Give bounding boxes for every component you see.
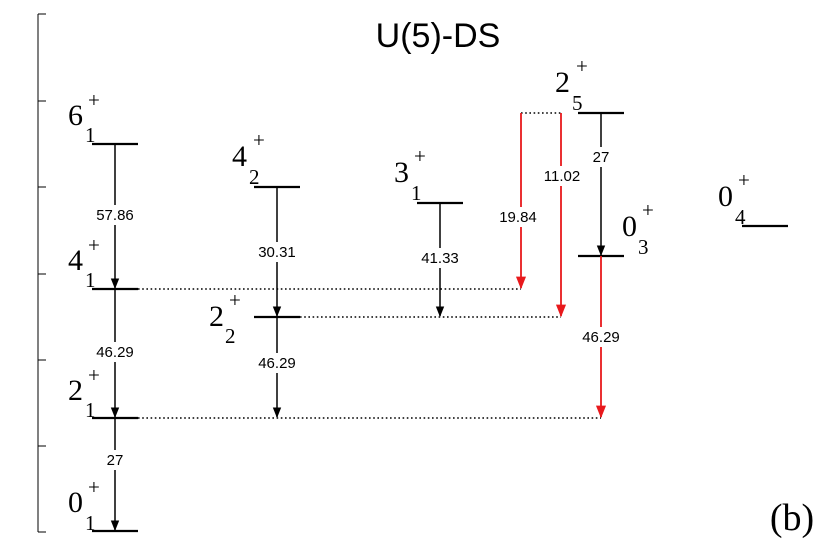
svg-text:1: 1	[85, 398, 96, 422]
svg-text:3: 3	[638, 235, 649, 259]
transition-value-6-1-4-1: 57.86	[96, 207, 134, 224]
level-label-6-1: 6 1 +	[68, 88, 100, 147]
svg-text:+: +	[88, 363, 100, 387]
svg-text:+: +	[88, 88, 100, 112]
energy-axis	[37, 13, 46, 533]
svg-text:4: 4	[232, 140, 247, 173]
energy-levels	[92, 111, 788, 533]
svg-text:2: 2	[225, 324, 236, 348]
dotted-connectors	[138, 112, 601, 419]
panel-label: (b)	[770, 497, 814, 539]
svg-text:+: +	[88, 475, 100, 499]
svg-text:4: 4	[735, 205, 746, 229]
transition-value-2-2-2-1: 46.29	[258, 355, 296, 372]
transition-value-2-1-0-1: 27	[107, 452, 124, 469]
level-label-0-3: 0 3 +	[622, 198, 654, 259]
transition-arrows	[110, 113, 607, 532]
svg-text:3: 3	[394, 156, 409, 189]
svg-text:+: +	[642, 198, 654, 222]
level-label-3-1: 3 1 +	[394, 144, 426, 205]
svg-text:2: 2	[555, 66, 570, 99]
svg-text:0: 0	[68, 486, 83, 519]
level-labels: 0 1 + 2 1 + 4 1 + 6 1 + 2 2 + 4 2 +	[68, 54, 750, 535]
svg-text:2: 2	[209, 300, 224, 333]
svg-text:6: 6	[68, 99, 83, 132]
transition-value-4-1-2-1: 46.29	[96, 344, 134, 361]
level-label-2-1: 2 1 +	[68, 363, 100, 422]
level-label-0-4: 0 4 +	[718, 168, 750, 229]
svg-text:1: 1	[411, 181, 422, 205]
svg-text:+: +	[576, 54, 588, 78]
svg-text:+: +	[88, 233, 100, 257]
svg-text:+: +	[253, 128, 265, 152]
transition-value-3-1-2-2: 41.33	[421, 250, 459, 267]
level-label-4-1: 4 1 +	[68, 233, 100, 292]
transition-value-2-5-2-2: 11.02	[544, 168, 580, 185]
transition-value-4-2-2-2: 30.31	[258, 244, 296, 261]
svg-text:4: 4	[68, 244, 83, 277]
svg-text:+: +	[414, 144, 426, 168]
svg-text:2: 2	[249, 165, 260, 189]
svg-text:+: +	[229, 288, 241, 312]
level-label-0-1: 0 1 +	[68, 475, 100, 535]
svg-text:1: 1	[85, 511, 96, 535]
level-label-2-5: 2 5 +	[555, 54, 588, 115]
svg-text:0: 0	[718, 180, 733, 213]
svg-text:0: 0	[622, 210, 637, 243]
diagram-title: U(5)-DS	[376, 17, 501, 55]
transition-value-2-5-0-3: 27	[593, 149, 610, 166]
svg-text:2: 2	[68, 374, 83, 407]
svg-text:5: 5	[572, 91, 583, 115]
level-label-4-2: 4 2 +	[232, 128, 265, 189]
svg-text:+: +	[738, 168, 750, 192]
transition-values: 57.86 46.29 27 30.31 46.29 41.33 19.84 1…	[92, 147, 626, 470]
level-label-2-2: 2 2 +	[209, 288, 241, 348]
transition-value-0-3-2-1: 46.29	[582, 329, 620, 346]
transition-value-2-5-4-1: 19.84	[499, 209, 537, 226]
svg-text:1: 1	[85, 123, 96, 147]
svg-text:1: 1	[85, 268, 96, 292]
